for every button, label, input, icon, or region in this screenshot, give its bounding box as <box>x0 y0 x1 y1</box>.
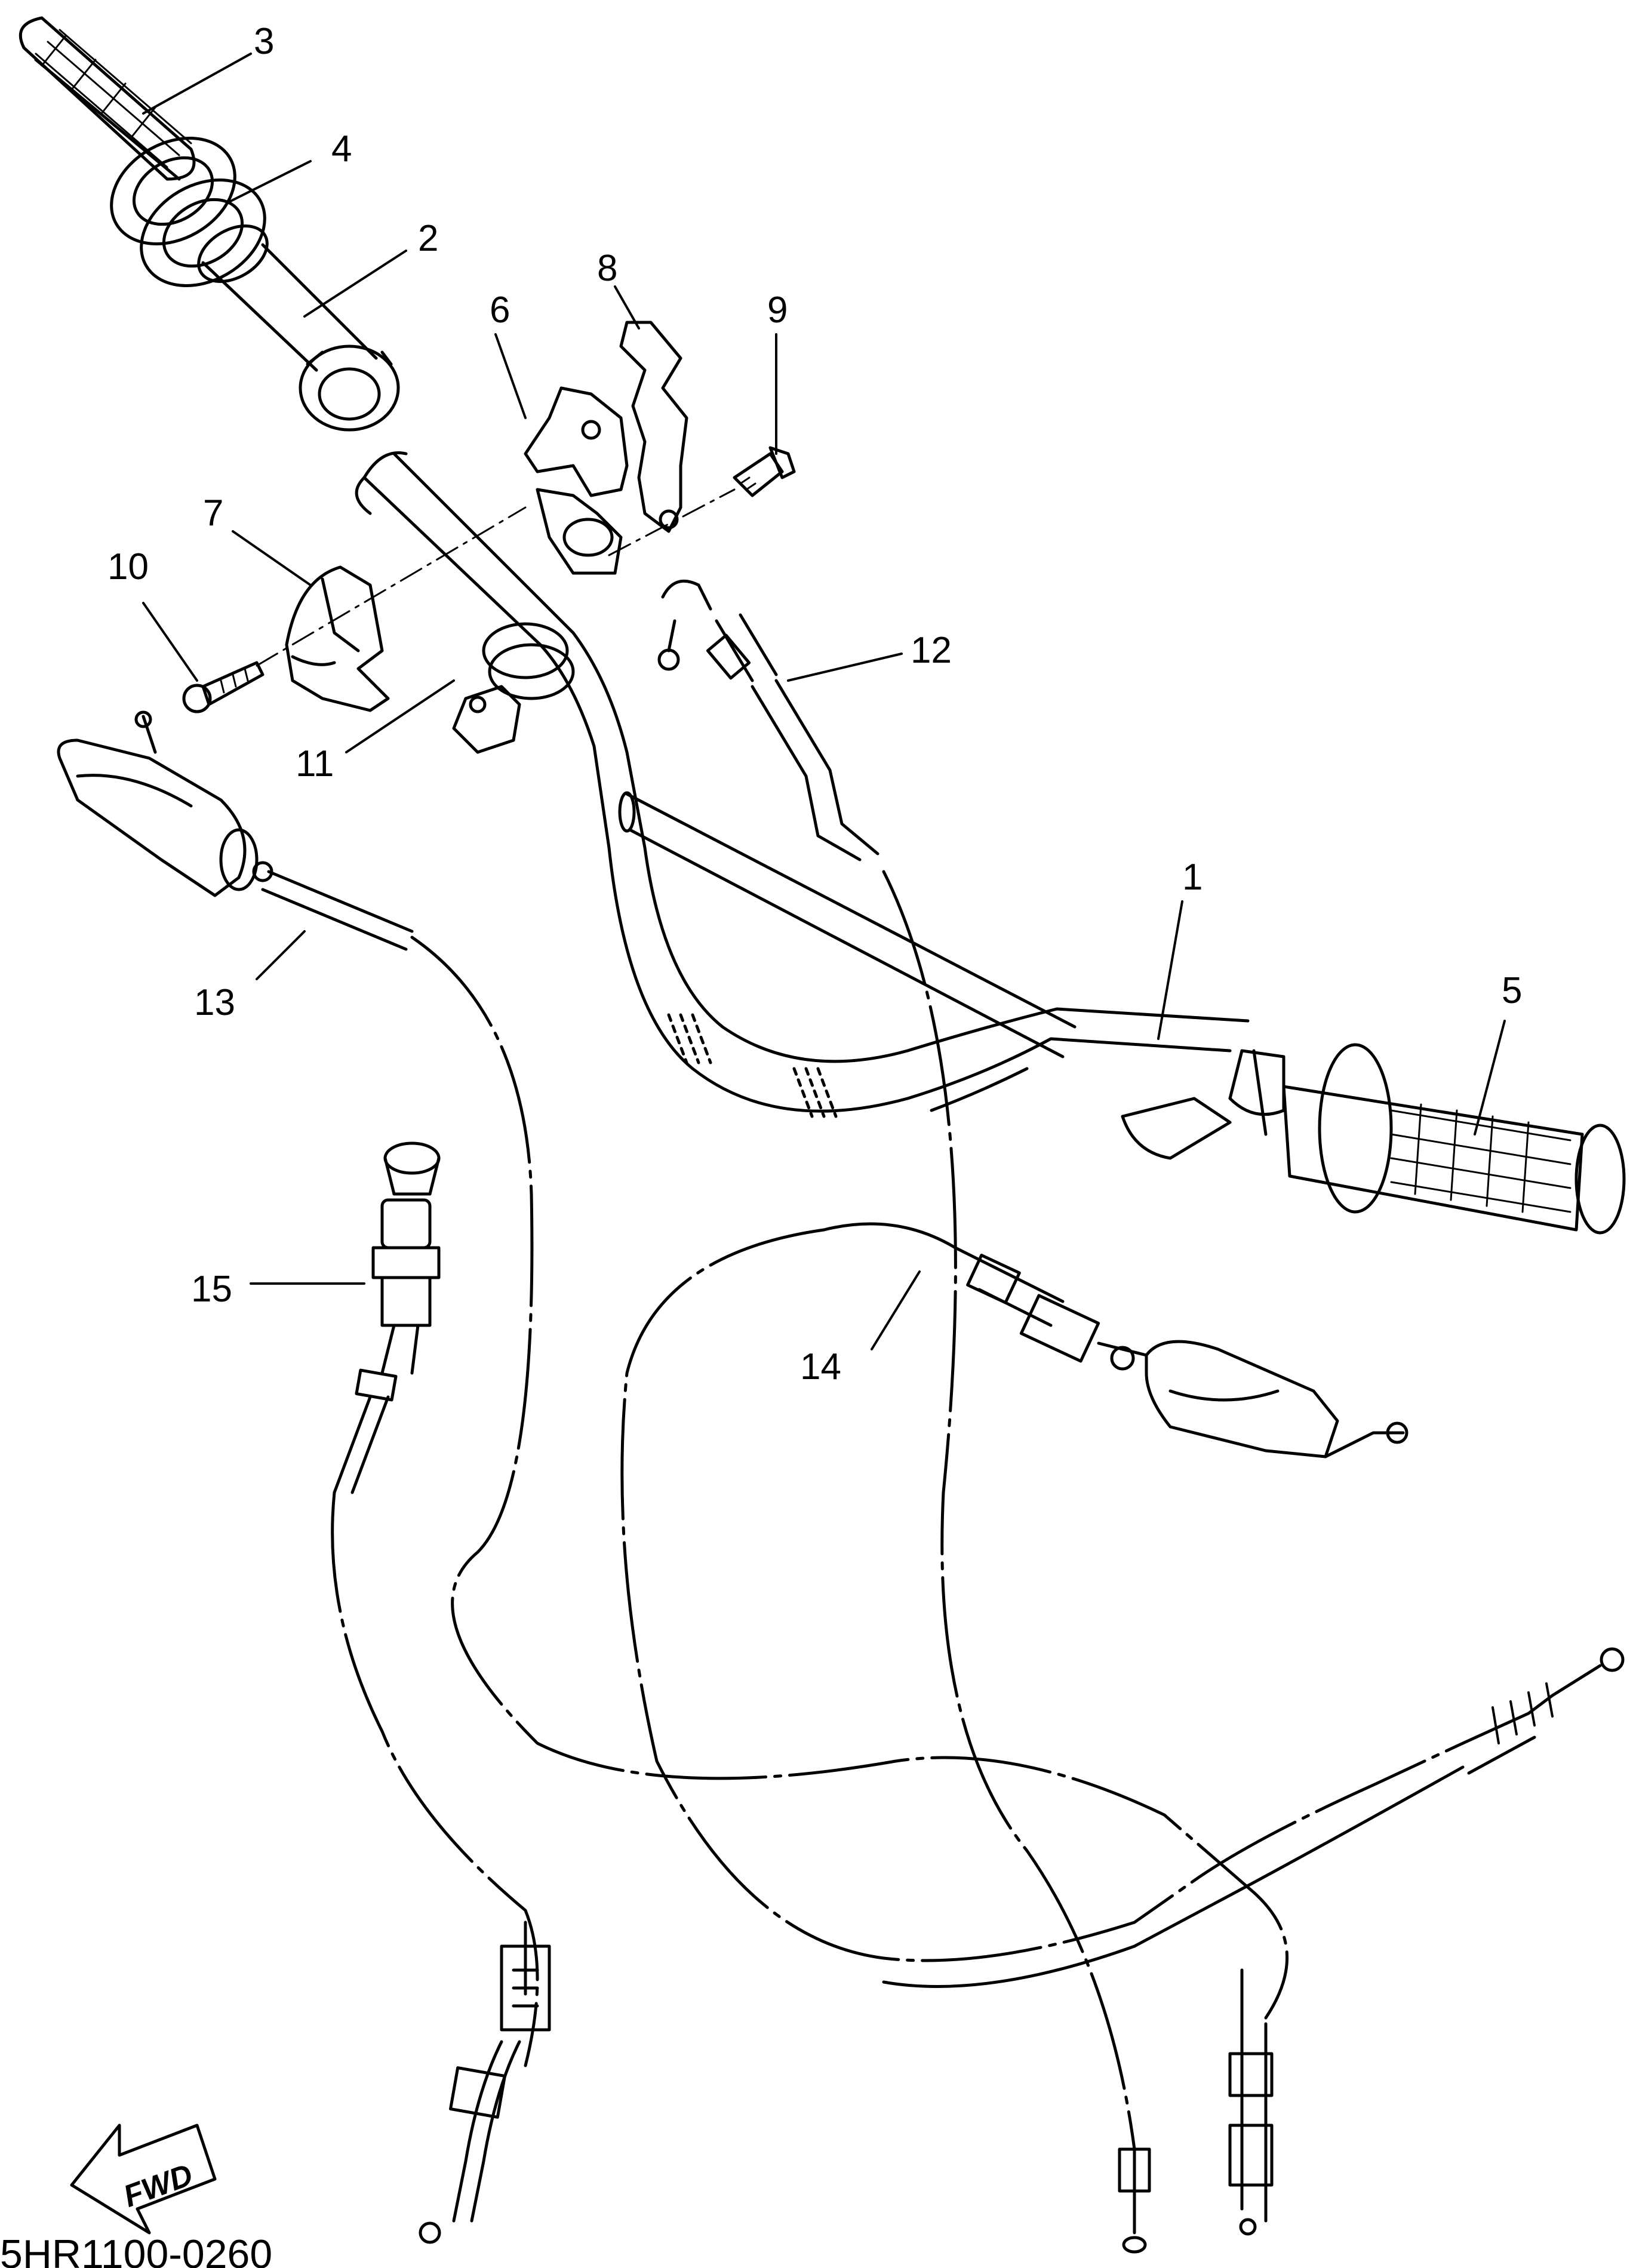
fwd-label: FWD <box>119 2158 197 2214</box>
left-lever-cable <box>57 710 1288 2236</box>
throttle-grip-tube <box>197 224 400 432</box>
hot-start-cable <box>331 1141 551 2244</box>
callout-15: 15 <box>191 1269 232 1310</box>
figure-code: 5HR1100-0260 <box>0 2232 272 2268</box>
handlebar <box>362 452 1250 1118</box>
throttle-housing-lower <box>285 565 390 712</box>
callout-12: 12 <box>911 630 952 671</box>
screw-9 <box>733 446 796 497</box>
callout-11: 11 <box>296 743 334 784</box>
callout-numbers: 1 2 3 4 5 6 7 8 9 10 11 12 13 14 15 <box>107 21 1522 1387</box>
callout-7: 7 <box>203 493 223 534</box>
callout-8: 8 <box>597 248 617 289</box>
callout-5: 5 <box>1502 970 1522 1011</box>
left-grip <box>19 16 236 245</box>
fwd-arrow-icon: FWD <box>70 2124 217 2235</box>
callout-14: 14 <box>800 1346 841 1387</box>
callout-3: 3 <box>254 21 274 62</box>
throttle-housing-upper <box>524 386 629 575</box>
alignment-lines <box>256 488 736 667</box>
right-grip <box>1121 1043 1626 1235</box>
callout-13: 13 <box>194 982 235 1023</box>
callout-10: 10 <box>107 546 149 587</box>
left-bar-end <box>355 451 408 515</box>
callout-4: 4 <box>331 128 352 170</box>
callout-6: 6 <box>490 290 510 331</box>
screw-10 <box>182 661 265 713</box>
callout-9: 9 <box>767 290 788 331</box>
lever-holder <box>452 622 575 754</box>
throttle-cable <box>657 579 1151 2254</box>
clutch-cable <box>620 1222 1625 1988</box>
grip-ring <box>140 179 266 287</box>
callout-2: 2 <box>418 218 438 259</box>
leader-lines <box>142 53 1506 1350</box>
cable-guide-plate <box>619 321 688 533</box>
callout-1: 1 <box>1182 857 1203 898</box>
